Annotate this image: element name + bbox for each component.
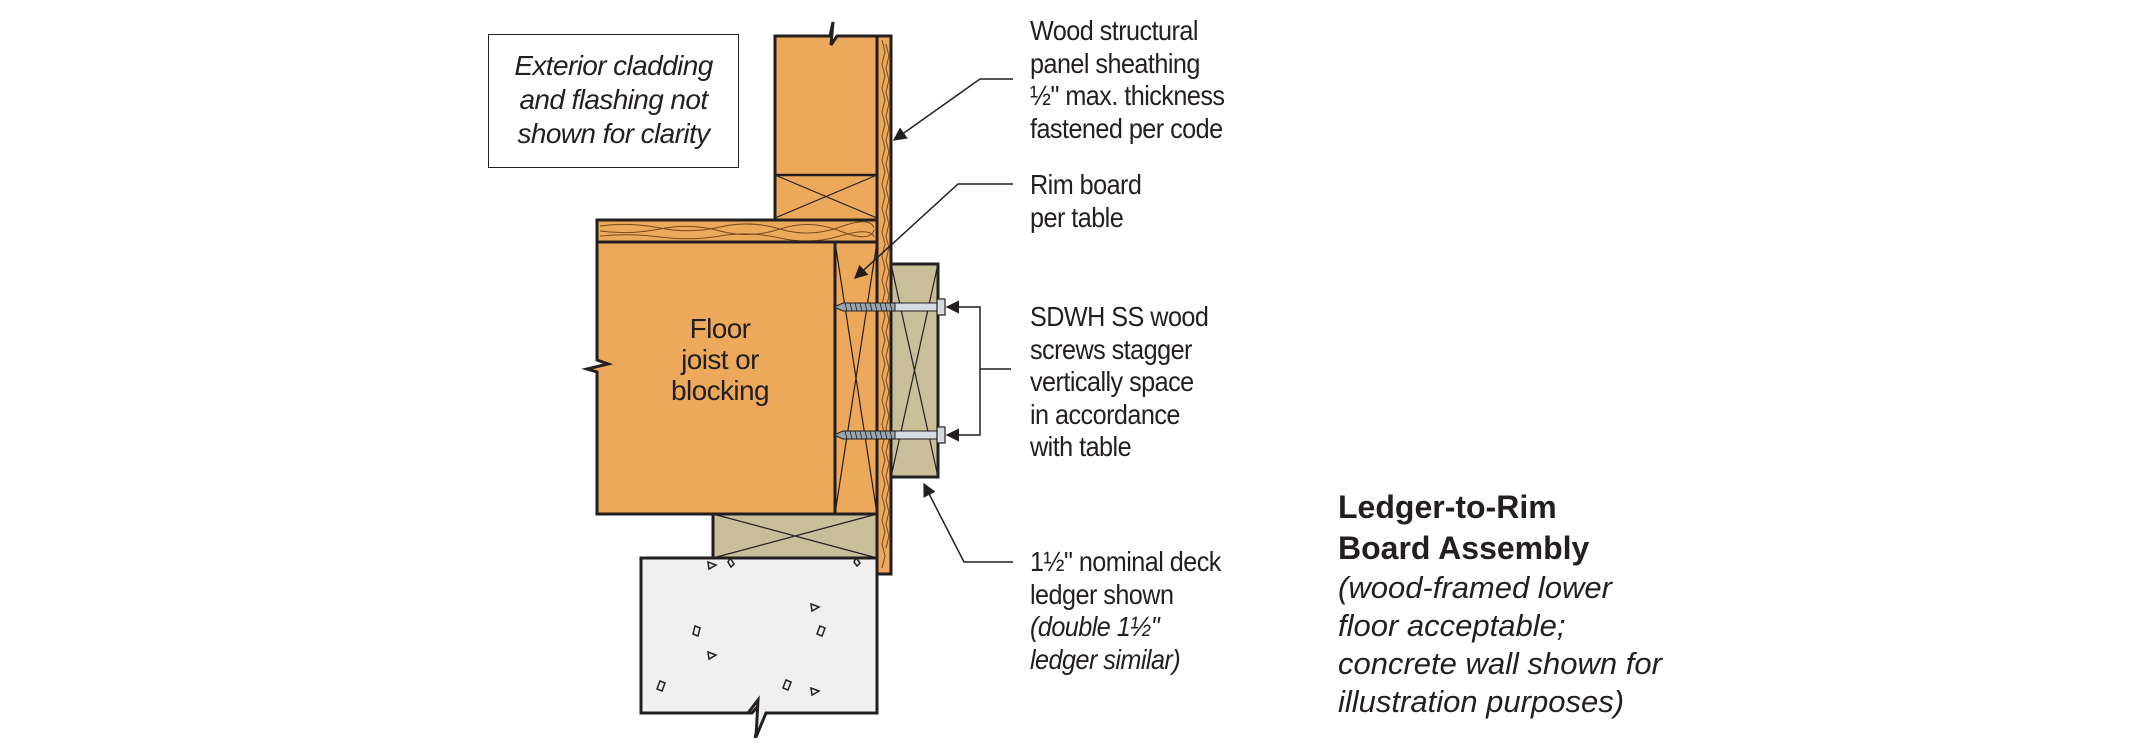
callout-line: vertically space: [1030, 366, 1194, 397]
callout-screws: SDWH SS wood screws stagger vertically s…: [1030, 301, 1209, 464]
callout-line: per table: [1030, 201, 1124, 233]
title-line: Board Assembly: [1338, 530, 1590, 566]
callout-sheathing: Wood structural panel sheathing ½" max. …: [1030, 15, 1225, 145]
joist-label-line: joist or: [681, 344, 759, 375]
note-line: Exterior cladding: [514, 50, 713, 81]
callout-line: ½" max. thickness: [1030, 80, 1225, 111]
concrete-wall: [639, 556, 879, 739]
upper-wall-stud: [773, 21, 879, 222]
subtitle-line: concrete wall shown for: [1338, 646, 1662, 681]
aggregate-marks: [656, 556, 862, 697]
callout-line: fastened per code: [1030, 112, 1223, 144]
callout-line: in accordance: [1030, 398, 1180, 430]
subtitle-line: (wood-framed lower: [1338, 570, 1612, 605]
floor-joist-label: Floor joist or blocking: [650, 313, 790, 406]
callout-line-italic: ledger similar): [1030, 643, 1181, 675]
callout-line: screws stagger: [1030, 333, 1192, 365]
clarity-note-box: Exterior cladding and flashing not shown…: [488, 34, 739, 168]
callout-line: panel sheathing: [1030, 47, 1200, 79]
leader-rim-board: [854, 183, 1013, 279]
leader-ledger: [923, 482, 1013, 563]
callout-line: Wood structural: [1030, 15, 1198, 46]
diagram-title: Ledger-to-Rim Board Assembly (wood-frame…: [1338, 487, 1662, 721]
subtitle-line: illustration purposes): [1338, 684, 1625, 719]
clarity-note-text: Exterior cladding and flashing not shown…: [489, 49, 738, 151]
joist-label-line: Floor: [689, 313, 751, 344]
note-line: shown for clarity: [517, 118, 710, 149]
callout-ledger: 1½" nominal deck ledger shown (double 1½…: [1030, 546, 1221, 676]
leader-screw-lower: [945, 369, 981, 442]
screw-upper: [832, 298, 946, 316]
callout-line: SDWH SS wood: [1030, 301, 1209, 332]
subtitle-line: floor acceptable;: [1338, 608, 1566, 643]
leader-sheathing: [892, 78, 1013, 141]
callout-line-italic: (double 1½": [1030, 611, 1160, 642]
callout-line: ledger shown: [1030, 578, 1174, 610]
note-line: and flashing not: [519, 84, 708, 115]
callout-rim-board: Rim board per table: [1030, 169, 1142, 234]
sill-plate: [711, 512, 879, 560]
joist-label-line: blocking: [671, 375, 770, 406]
leader-screw-upper: [945, 300, 981, 369]
callout-line: 1½" nominal deck: [1030, 546, 1221, 577]
deck-ledger: [889, 262, 940, 479]
title-line: Ledger-to-Rim: [1338, 489, 1557, 525]
subfloor-panel: [595, 218, 879, 244]
screw-lower: [832, 426, 946, 444]
callout-line: Rim board: [1030, 169, 1142, 200]
callout-line: with table: [1030, 431, 1132, 462]
rim-board: [833, 240, 879, 516]
